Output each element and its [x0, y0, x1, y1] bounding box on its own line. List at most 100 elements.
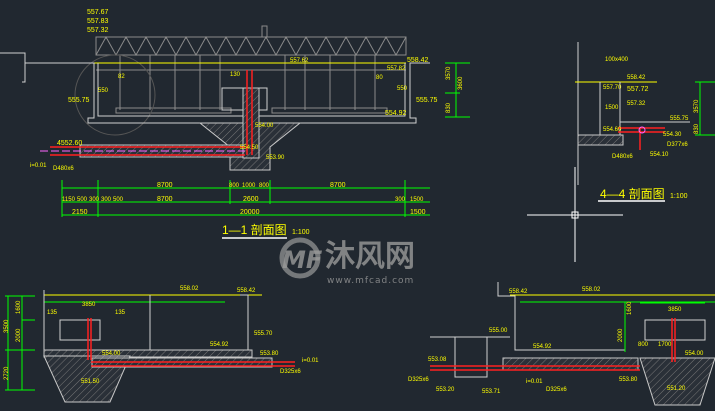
elevation-label: 557.67 — [87, 9, 109, 16]
elevation-label: 555.75 — [670, 116, 689, 122]
dim-label: 2720 — [4, 366, 10, 380]
section-scale: 1:100 — [292, 229, 310, 236]
pipe-label: D480x6 — [612, 154, 633, 160]
dim-label: 3570 — [446, 66, 452, 80]
dim-label: 1700 — [658, 342, 672, 348]
elevation-label: 557.83 — [87, 18, 109, 25]
elevation-label: 558.42 — [237, 288, 256, 294]
dim-label: 130 — [230, 72, 241, 78]
pipe-label: D325x6 — [408, 377, 429, 383]
dim-label: 300 — [395, 197, 406, 203]
elevation-label: 557.70 — [603, 85, 622, 91]
tank-structure — [0, 52, 430, 171]
dim-label: 3850 — [82, 302, 96, 308]
dim-label: 830 — [694, 123, 700, 134]
dim-label: 1150 — [62, 197, 76, 203]
elevation-label: 557.82 — [387, 66, 406, 72]
elevation-label: 554.92 — [210, 342, 229, 348]
truss-bridge — [74, 25, 407, 136]
section-title: 4—4 剖面图 — [600, 187, 665, 201]
elevation-label: 554.30 — [663, 132, 682, 138]
slope-label: i=0.01 — [302, 358, 319, 364]
dim-label: 82 — [118, 74, 125, 80]
slope-label: i=0.01 — [30, 163, 47, 169]
section-bottom-left: 558.02 558.42 3850 555.70 554.92 553.80 … — [4, 286, 319, 403]
elevation-label: 553.90 — [266, 155, 285, 161]
section-scale: 1:100 — [670, 193, 688, 200]
elevation-label: 551.20 — [667, 386, 686, 392]
elevation-label: 554.00 — [102, 351, 121, 357]
section-1-1: 557.67 557.83 557.32 558.42 555.75 555.7… — [0, 9, 470, 239]
dim-label: 500 — [113, 197, 124, 203]
dim-label: 3600 — [458, 76, 464, 90]
dim-label: 135 — [47, 310, 58, 316]
dim-label: 500 — [77, 197, 88, 203]
elevation-label: 555.00 — [489, 328, 508, 334]
elevation-label: 554.50 — [240, 145, 259, 151]
elevation-label: 554.00 — [685, 351, 704, 357]
pipe-label: D325x6 — [280, 369, 301, 375]
dim-label: 300 — [101, 197, 112, 203]
dim-label: 2150 — [72, 209, 88, 216]
elevation-label: 557.32 — [87, 27, 109, 34]
watermark-url: www.mfcad.com — [327, 276, 414, 286]
pipe-label: D377x6 — [667, 142, 688, 148]
elevation-label: 551.50 — [81, 379, 100, 385]
elevation-label: 554.10 — [650, 152, 669, 158]
dim-label: 3570 — [694, 99, 700, 113]
section-4-4: 100x400 558.42 557.72 557.32 555.75 554.… — [527, 42, 715, 262]
dim-label: 80 — [376, 75, 383, 81]
elevation-label: 558.02 — [180, 286, 199, 292]
elevation-label: 558.42 — [627, 75, 646, 81]
dim-label: 1600 — [16, 300, 22, 314]
dim-label: 800 — [229, 183, 240, 189]
elevation-label: 557.32 — [627, 101, 646, 107]
dim-label: 135 — [115, 310, 126, 316]
dim-label: 8700 — [330, 182, 346, 189]
dim-label: 2600 — [243, 196, 259, 203]
watermark-logo: MF — [282, 246, 323, 274]
dimension-lines — [61, 62, 470, 217]
watermark-brand: 沐风网 — [325, 239, 415, 274]
elevation-label: 554.92 — [533, 344, 552, 350]
elevation-label: 557.62 — [290, 58, 309, 64]
section-title: 1—1 剖面图 — [222, 223, 287, 237]
dim-label: 1500 — [410, 209, 426, 216]
elevation-label: 555.75 — [68, 97, 90, 104]
dim-label: 1500 — [605, 105, 619, 111]
pipe-label: D325x6 — [546, 387, 567, 393]
dim-label: 300 — [89, 197, 100, 203]
dim-label: 800 — [259, 183, 270, 189]
elevation-label: 554.00 — [255, 123, 274, 129]
elevation-label: 554.92 — [385, 110, 407, 117]
elevation-label: 553.80 — [260, 351, 279, 357]
elevation-label: 554.60 — [603, 127, 622, 133]
elevation-label: 4552.60 — [57, 140, 82, 147]
pipe-label: D480x6 — [53, 166, 74, 172]
dim-label: 2000 — [618, 328, 624, 342]
dim-label: 1600 — [627, 301, 633, 315]
elevation-label: 553.71 — [482, 389, 501, 395]
dim-label: 1000 — [242, 183, 256, 189]
elevation-label: 558.42 — [509, 289, 528, 295]
elevation-label: 558.42 — [407, 57, 429, 64]
dim-label: 1500 — [410, 197, 424, 203]
dim-label: 550 — [397, 86, 408, 92]
crosshair-cursor — [527, 167, 623, 262]
slope-label: i=0.01 — [526, 379, 543, 385]
dim-label: 800 — [638, 342, 649, 348]
dim-label: 3850 — [668, 307, 682, 313]
elevation-label: 555.75 — [416, 97, 438, 104]
elevation-label: 553.20 — [436, 387, 455, 393]
dim-label: 8700 — [157, 182, 173, 189]
watermark: MF 沐风网 www.mfcad.com — [279, 237, 415, 286]
dim-label: 2000 — [16, 328, 22, 342]
dim-label: 3500 — [4, 319, 10, 333]
label: 100x400 — [605, 57, 629, 63]
dim-label: 8700 — [157, 196, 173, 203]
section-bottom-right: 558.42 558.02 555.00 554.92 553.08 D325x… — [408, 282, 715, 406]
elevation-label: 553.08 — [428, 357, 447, 363]
elevation-label: 553.80 — [619, 377, 638, 383]
elevation-label: 555.70 — [254, 331, 273, 337]
